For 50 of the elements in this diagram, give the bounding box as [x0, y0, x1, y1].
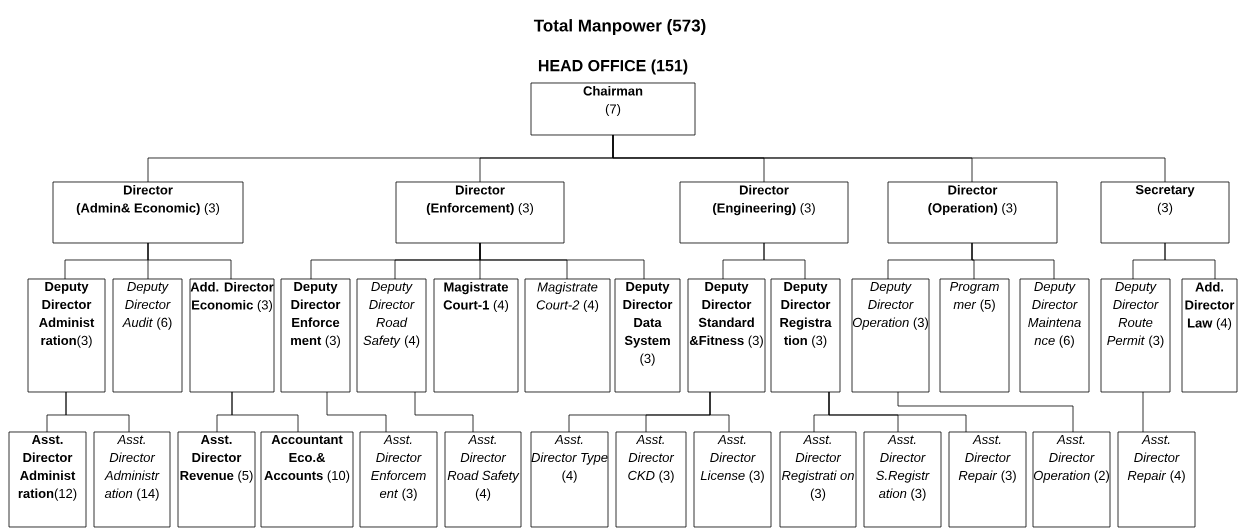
- connector-line: [414, 391, 474, 433]
- org-box: Add. Director Economic (3): [189, 278, 275, 393]
- connector-line: [1164, 242, 1216, 280]
- connector-line: [326, 391, 387, 433]
- org-box: Asst. Director Repair (3): [948, 431, 1027, 528]
- org-box: Deputy Director Road Safety (4): [356, 278, 427, 393]
- connector-line: [479, 242, 645, 280]
- connector-line: [231, 391, 299, 433]
- org-box: Asst. Director License (3): [693, 431, 772, 528]
- org-box: Director (Operation) (3): [887, 181, 1058, 244]
- org-box: Asst. Director S.Registr ation (3): [863, 431, 942, 528]
- org-box: Director (Engineering) (3): [679, 181, 849, 244]
- org-box: Asst. Director Administ ration(12): [8, 431, 87, 528]
- connector-line: [709, 391, 730, 433]
- connector-line: [897, 391, 1074, 433]
- connector-line: [763, 242, 806, 280]
- connector-line: [1142, 391, 1144, 433]
- org-box: Asst. Director Operation (2): [1032, 431, 1111, 528]
- connector-line: [828, 391, 967, 433]
- org-box: Asst. Director Revenue (5): [177, 431, 256, 528]
- connector-line: [971, 242, 1055, 280]
- org-box: Asst. Director Repair (4): [1117, 431, 1196, 528]
- org-box: Program mer (5): [939, 278, 1010, 393]
- org-box: Magistrate Court-1 (4): [433, 278, 519, 393]
- org-box: Deputy Director Standard &Fitness (3): [687, 278, 766, 393]
- org-box: Secretary (3): [1100, 181, 1230, 244]
- org-box: Asst. Director Registrati on (3): [779, 431, 857, 528]
- org-box: Deputy Director Enforce ment (3): [280, 278, 351, 393]
- org-box: Deputy Director Route Permit (3): [1100, 278, 1171, 393]
- org-box: Asst. Director Enforcem ent (3): [359, 431, 438, 528]
- org-box: Asst. Director Administr ation (14): [93, 431, 171, 528]
- connector-line: [65, 391, 130, 433]
- org-box: Asst. Director Road Safety (4): [444, 431, 522, 528]
- org-box: Accountant Eco.& Accounts (10): [260, 431, 354, 528]
- org-box: Deputy Director Maintena nce (6): [1019, 278, 1090, 393]
- org-box: Add. Director Law (4): [1181, 278, 1238, 393]
- connector-line: [147, 242, 232, 280]
- org-box: Asst. Director CKD (3): [615, 431, 687, 528]
- org-box: Asst. Director Type (4): [530, 431, 609, 528]
- org-box: Director (Enforcement) (3): [395, 181, 565, 244]
- org-box: Chairman (7): [530, 82, 696, 136]
- title: Total Manpower (573): [533, 19, 706, 35]
- org-box: Magistrate Court-2 (4): [524, 278, 611, 393]
- org-box: Deputy Director Registra tion (3): [770, 278, 841, 393]
- org-box: Deputy Director Operation (3): [851, 278, 930, 393]
- org-box: Deputy Director Data System (3): [614, 278, 681, 393]
- org-box: Director (Admin& Economic) (3): [52, 181, 244, 244]
- org-box: Deputy Director Administ ration(3): [27, 278, 106, 393]
- org-box: Deputy Director Audit (6): [112, 278, 183, 393]
- connector-line: [612, 134, 1166, 183]
